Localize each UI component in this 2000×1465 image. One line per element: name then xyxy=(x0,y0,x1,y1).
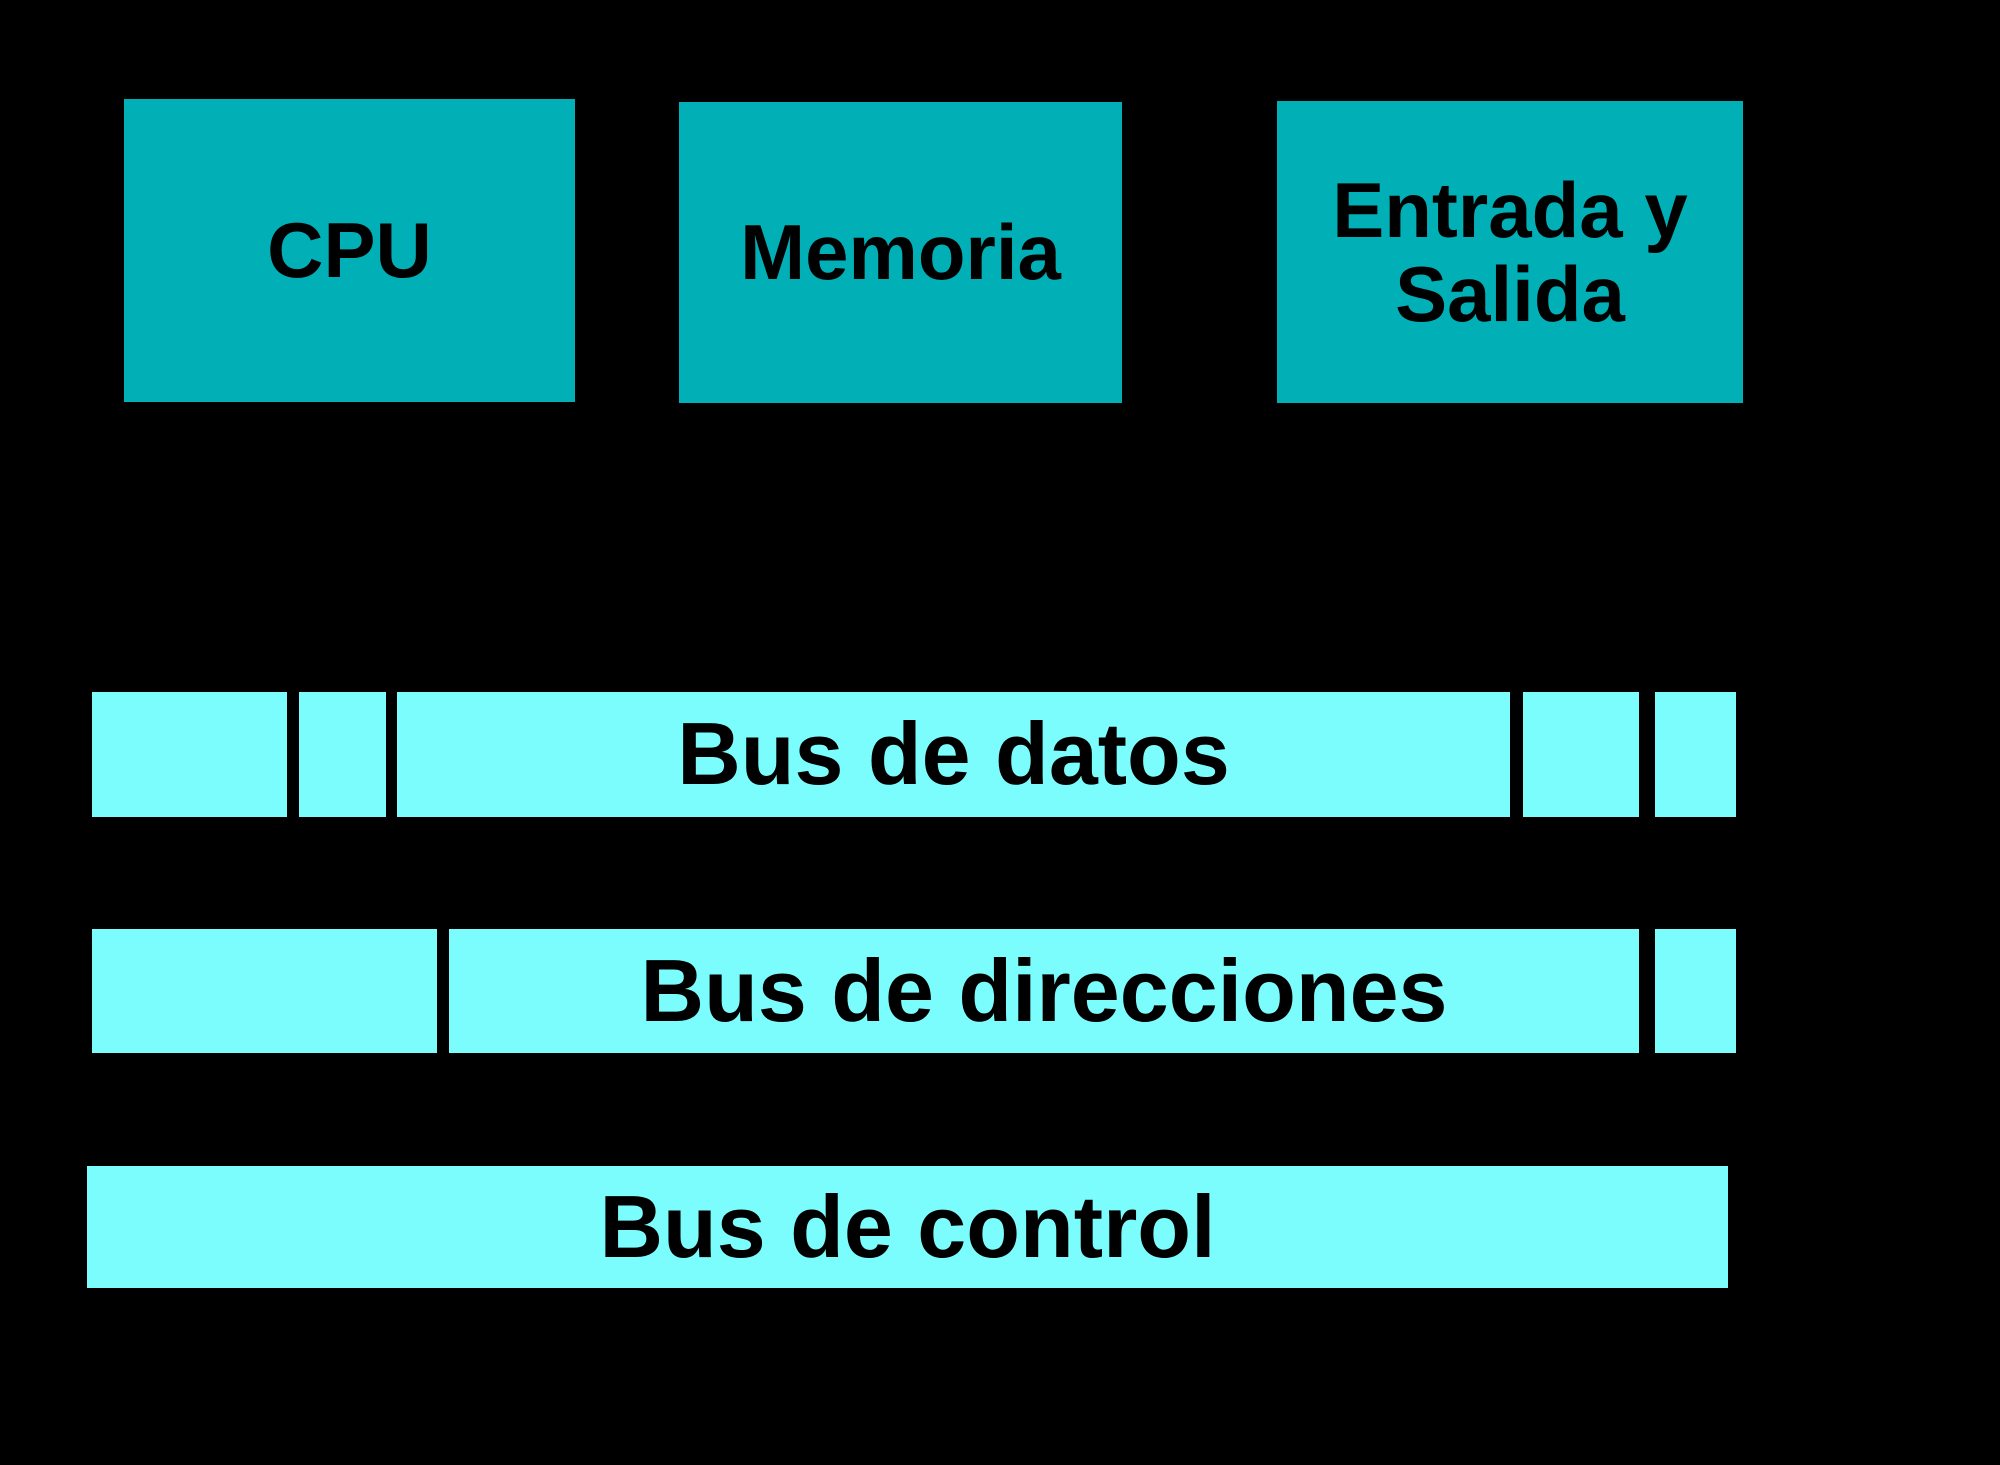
bus-segment-direcciones-seg-3 xyxy=(1655,929,1736,1053)
component-label-entrada-salida: Entrada y Salida xyxy=(1332,165,1688,338)
bus-segment-control-seg-1: Bus de control xyxy=(87,1166,1728,1288)
bus-segment-datos-seg-5 xyxy=(1655,692,1736,817)
bus-segment-datos-seg-2 xyxy=(299,692,386,817)
bus-label-bus-de-datos: Bus de datos xyxy=(677,704,1230,804)
component-box-entrada-salida: Entrada y Salida xyxy=(1277,101,1743,403)
bus-segment-datos-seg-1 xyxy=(92,692,287,817)
bus-segment-direcciones-seg-1 xyxy=(92,929,437,1053)
component-label-memoria: Memoria xyxy=(740,207,1061,296)
bus-label-bus-de-direcciones: Bus de direcciones xyxy=(640,940,1448,1040)
component-label-cpu: CPU xyxy=(267,205,432,294)
bus-label-bus-de-control: Bus de control xyxy=(599,1176,1216,1276)
bus-segment-datos-seg-4 xyxy=(1523,692,1639,817)
bus-segment-direcciones-seg-2: Bus de direcciones xyxy=(449,929,1639,1053)
bus-segment-datos-seg-3: Bus de datos xyxy=(397,692,1510,817)
component-box-cpu: CPU xyxy=(124,99,575,402)
component-box-memoria: Memoria xyxy=(679,102,1122,403)
